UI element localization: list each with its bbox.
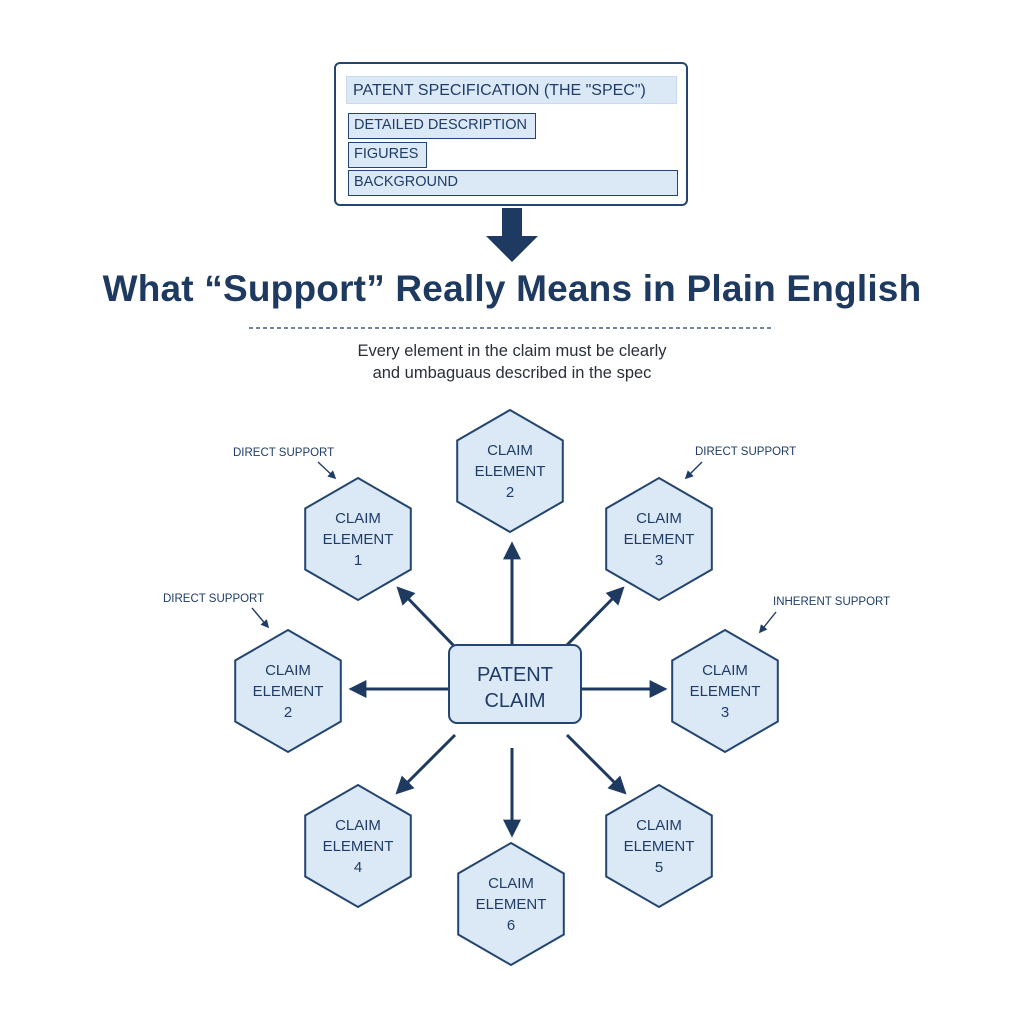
callout-label: DIRECT SUPPORT [695, 446, 796, 458]
claim-element-label: ELEMENT [690, 683, 761, 700]
claim-element-label: ELEMENT [624, 531, 695, 548]
arrow-to-element-upper-left [399, 589, 455, 647]
claim-element-left: CLAIM ELEMENT 2 [235, 630, 341, 752]
claim-element-label: CLAIM [335, 510, 381, 527]
claim-element-label: 3 [721, 704, 729, 721]
claim-element-upper-right: CLAIM ELEMENT 3 [606, 478, 712, 600]
claim-element-label: CLAIM [488, 875, 534, 892]
patent-claim-line-2: CLAIM [484, 690, 545, 712]
claim-element-label: CLAIM [487, 442, 533, 459]
down-arrow-icon [486, 208, 538, 262]
claim-element-label: 4 [354, 859, 362, 876]
claim-element-label: ELEMENT [323, 838, 394, 855]
claim-element-label: ELEMENT [323, 531, 394, 548]
arrow-to-element-upper-right [567, 589, 622, 645]
callout-direct-support-3: DIRECT SUPPORT [163, 593, 268, 627]
claim-element-right: CLAIM ELEMENT 3 [672, 630, 778, 752]
claim-element-label: 2 [506, 484, 514, 501]
claim-element-upper-left: CLAIM ELEMENT 1 [305, 478, 411, 600]
claim-element-label: CLAIM [702, 662, 748, 679]
claim-element-label: CLAIM [265, 662, 311, 679]
claim-element-label: CLAIM [636, 510, 682, 527]
callout-direct-support-2: DIRECT SUPPORT [686, 446, 796, 478]
claim-element-label: 5 [655, 859, 663, 876]
arrow-to-element-lower-right [567, 735, 624, 792]
claim-element-bottom: CLAIM ELEMENT 6 [458, 843, 564, 965]
patent-claim-line-1: PATENT [477, 664, 553, 686]
claim-element-label: ELEMENT [476, 896, 547, 913]
claim-element-lower-left: CLAIM ELEMENT 4 [305, 785, 411, 907]
callout-label: DIRECT SUPPORT [233, 447, 334, 459]
claim-element-label: ELEMENT [253, 683, 324, 700]
claim-element-label: 6 [507, 917, 515, 934]
claim-element-label: CLAIM [636, 817, 682, 834]
callout-label: INHERENT SUPPORT [773, 596, 890, 608]
claim-element-label: 3 [655, 552, 663, 569]
claim-element-label: ELEMENT [624, 838, 695, 855]
claim-element-label: ELEMENT [475, 463, 546, 480]
claim-element-top: CLAIM ELEMENT 2 [457, 410, 563, 532]
claim-element-label: 2 [284, 704, 292, 721]
claim-element-label: 1 [354, 552, 362, 569]
arrow-to-element-lower-left [398, 735, 455, 792]
claim-element-label: CLAIM [335, 817, 381, 834]
callout-inherent-support: INHERENT SUPPORT [760, 596, 890, 632]
claim-element-lower-right: CLAIM ELEMENT 5 [606, 785, 712, 907]
callout-label: DIRECT SUPPORT [163, 593, 264, 605]
patent-claim-node: PATENT CLAIM [449, 645, 581, 723]
callout-direct-support-1: DIRECT SUPPORT [233, 447, 335, 478]
